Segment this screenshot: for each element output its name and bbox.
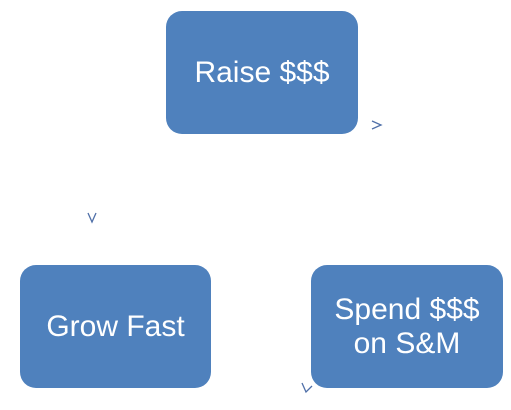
node-spend-on-sm-label: Spend $$$ on S&M: [334, 292, 480, 360]
arrowhead-spend-to-grow-icon: [301, 382, 313, 394]
arrowhead-raise-to-spend-icon: [371, 120, 383, 130]
node-spend-on-sm: Spend $$$ on S&M: [311, 265, 503, 388]
node-raise-money-label: Raise $$$: [194, 55, 330, 89]
node-grow-fast-label: Grow Fast: [46, 309, 185, 343]
node-grow-fast: Grow Fast: [20, 265, 211, 388]
node-raise-money: Raise $$$: [166, 11, 358, 134]
arrowhead-grow-to-raise-icon: [87, 212, 97, 224]
